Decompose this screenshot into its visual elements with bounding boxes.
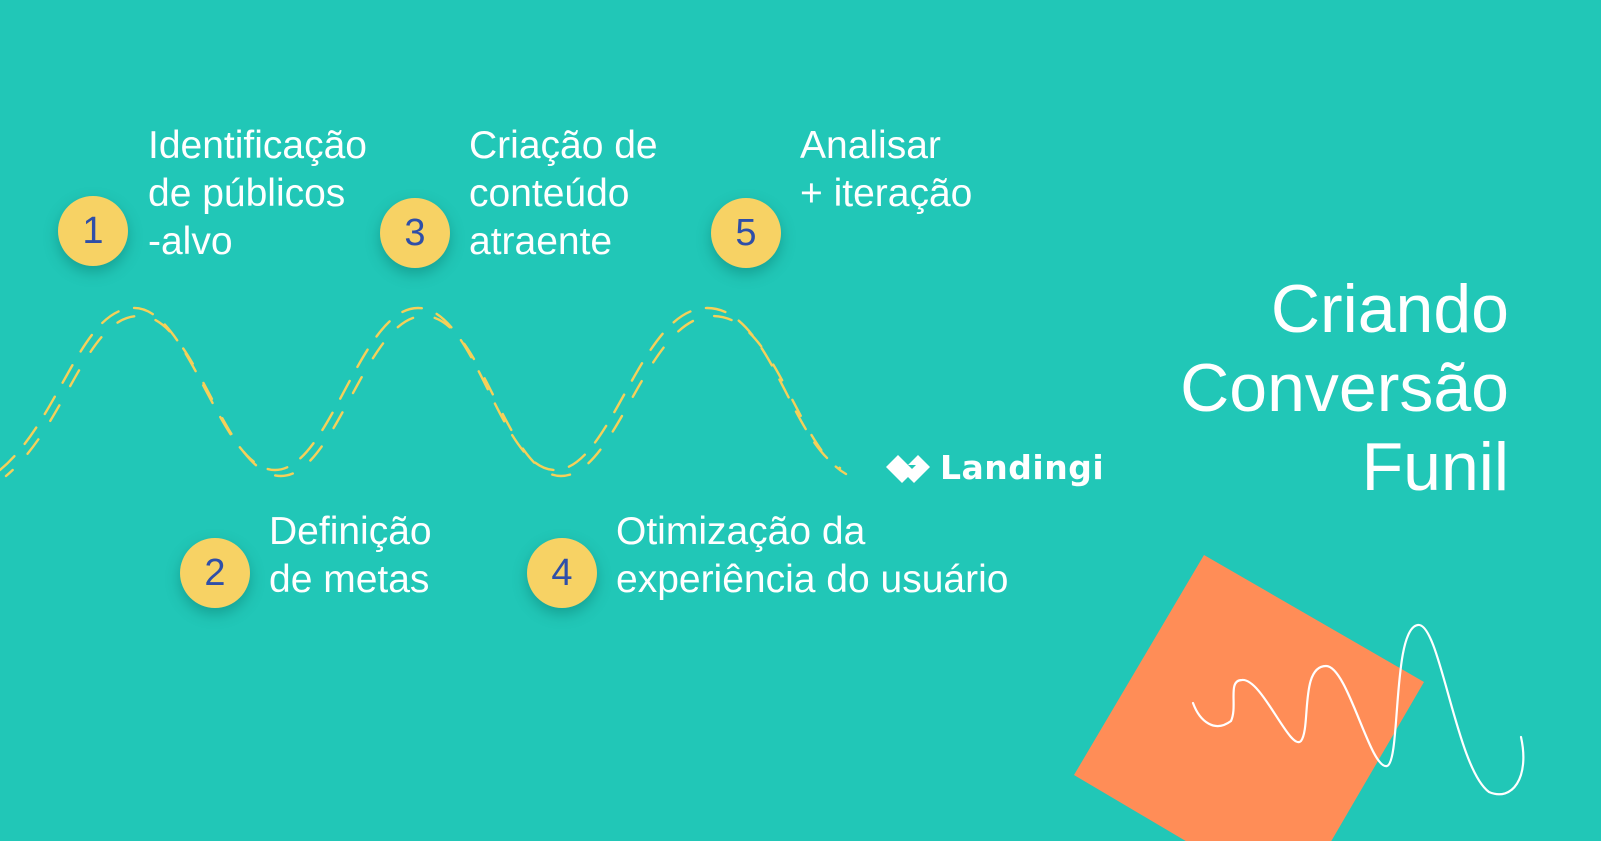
page-title: Criando Conversão Funil — [1180, 270, 1509, 507]
step-3-line-2: conteúdo — [469, 172, 630, 215]
logo-text: Landingi — [940, 448, 1105, 487]
title-line-3: Funil — [1361, 429, 1509, 505]
step-5-line-2: + iteração — [800, 172, 973, 215]
step-5-line-1: Analisar — [800, 124, 941, 167]
step-1-line-1: Identificação — [148, 124, 367, 167]
step-1-number: 1 — [82, 210, 104, 252]
step-5-badge: 5 — [711, 198, 781, 268]
step-3-label: Criação de conteúdo atraente — [469, 122, 658, 266]
step-4-number: 4 — [551, 552, 573, 594]
step-4-label: Otimização da experiência do usuário — [616, 508, 1008, 604]
step-1-badge: 1 — [58, 196, 128, 266]
step-2-badge: 2 — [180, 538, 250, 608]
step-4-line-2: experiência do usuário — [616, 558, 1009, 601]
title-line-2: Conversão — [1180, 350, 1509, 426]
landingi-logo: Landingi — [886, 448, 1104, 487]
step-2-line-1: Definição — [269, 510, 432, 553]
step-2-label: Definição de metas — [269, 508, 432, 604]
step-1-label: Identificação de públicos -alvo — [148, 122, 367, 266]
step-2-number: 2 — [204, 552, 226, 594]
step-4-line-1: Otimização da — [616, 510, 866, 553]
step-5-number: 5 — [735, 212, 757, 254]
step-1-line-2: de públicos — [148, 172, 346, 215]
title-line-1: Criando — [1270, 271, 1509, 347]
step-5-label: Analisar + iteração — [800, 122, 972, 218]
step-1-line-3: -alvo — [148, 220, 233, 263]
step-4-badge: 4 — [527, 538, 597, 608]
landingi-logo-icon — [886, 454, 930, 483]
step-2-line-2: de metas — [269, 558, 430, 601]
step-3-number: 3 — [404, 212, 426, 254]
step-3-line-1: Criação de — [469, 124, 658, 167]
step-3-badge: 3 — [380, 198, 450, 268]
step-3-line-3: atraente — [469, 220, 613, 263]
